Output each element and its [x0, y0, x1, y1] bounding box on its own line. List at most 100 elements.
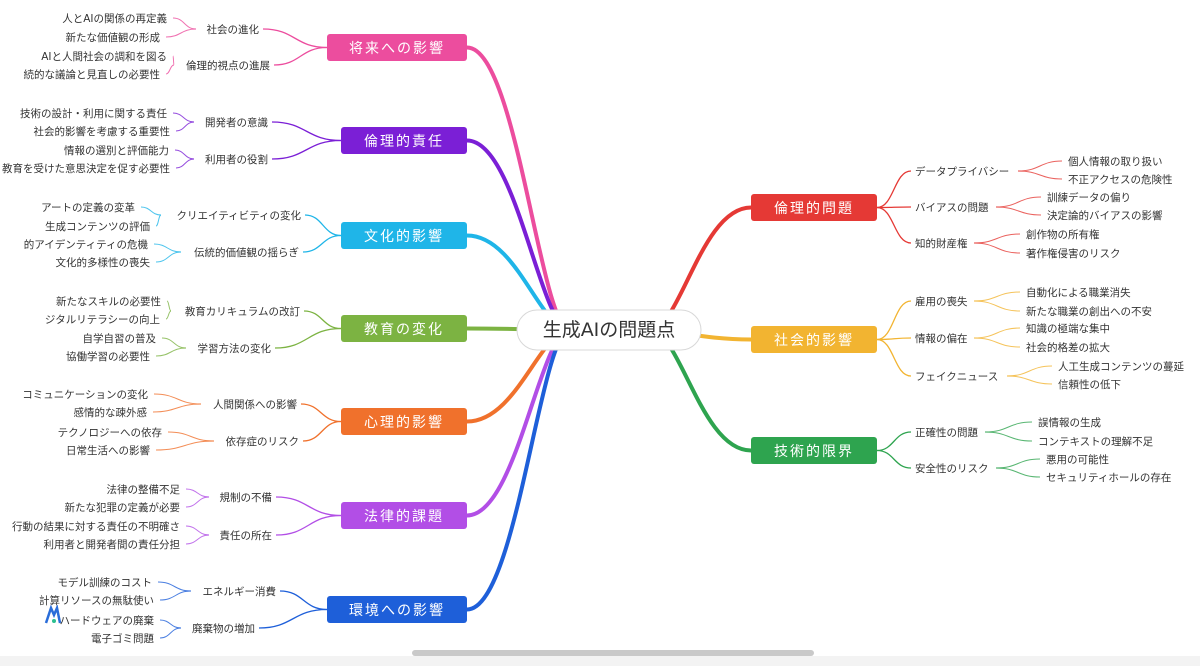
branch-node[interactable]: 法律的課題 [341, 502, 467, 529]
subtopic-label[interactable]: フェイクニュース [915, 371, 998, 383]
subtopic-label[interactable]: 規制の不備 [220, 491, 273, 504]
leaf-connector [172, 112, 195, 123]
subtopic-label[interactable]: 倫理的視点の進展 [186, 59, 270, 72]
subtopic-label[interactable]: 雇用の喪失 [915, 295, 968, 308]
leaf-label[interactable]: 自動化による職業消失 [1026, 286, 1131, 299]
leaf-label[interactable]: 新たな犯罪の定義が必要 [65, 501, 181, 514]
subtopic-label[interactable]: バイアスの問題 [915, 202, 989, 214]
branch-node[interactable]: 将来への影響 [327, 34, 467, 61]
branch-node[interactable]: 倫理的責任 [341, 127, 467, 154]
leaf-label[interactable]: 行動の結果に対する責任の不明確さ [12, 520, 180, 533]
subtopic-label[interactable]: 開発者の意識 [205, 116, 268, 129]
leaf-label[interactable]: 個人情報の取り扱い [1068, 155, 1163, 168]
leaf-label[interactable]: 情報の選別と評価能力 [64, 144, 169, 157]
sub-connector [273, 46, 328, 66]
branch-node[interactable]: 心理的影響 [341, 408, 467, 435]
leaf-label[interactable]: コンテキストの理解不足 [1038, 435, 1154, 448]
branch-node[interactable]: 社会的影響 [751, 326, 877, 353]
subtopic-label[interactable]: 利用者の役割 [205, 153, 268, 166]
central-topic-label: 生成AIの問題点 [543, 319, 676, 341]
leaf-label[interactable]: 日常生活への影響 [66, 444, 150, 457]
branch-label: 倫理的責任 [364, 134, 444, 150]
leaf-label[interactable]: 社会的影響を考慮する重要性 [34, 125, 171, 138]
leaf-label[interactable]: 人工生成コンテンツの蔓延 [1058, 360, 1184, 373]
leaf-label[interactable]: 自学自習の普及 [83, 332, 157, 345]
leaf-label[interactable]: AIと人間社会の調和を図る [41, 50, 167, 63]
leaf-label[interactable]: 訓練データの偏り [1047, 191, 1131, 204]
leaf-connector [995, 458, 1041, 469]
leaf-label[interactable]: 協働学習の必要性 [66, 350, 150, 363]
leaf-label[interactable]: 社会的格差の拡大 [1026, 341, 1110, 354]
branch-node[interactable]: 技術的限界 [751, 437, 877, 464]
subtopic-label[interactable]: 教育カリキュラムの改訂 [185, 305, 301, 318]
leaf-label[interactable]: 新たなスキルの必要性 [56, 295, 161, 308]
leaf-connector [973, 300, 1021, 312]
leaf-label[interactable]: アートの定義の変革 [41, 201, 135, 214]
leaf-label[interactable]: 不正アクセスの危険性 [1068, 173, 1172, 186]
leaf-label[interactable]: 感情的な疎外感 [74, 406, 148, 419]
leaf-connector [973, 242, 1021, 254]
leaf-label[interactable]: モデル訓練のコスト [58, 576, 153, 589]
branch-node[interactable]: 環境への影響 [327, 596, 467, 623]
leaf-connector [159, 590, 192, 601]
subtopic-label[interactable]: 人間関係への影響 [213, 398, 297, 411]
leaf-label[interactable]: 法律の整備不足 [107, 483, 181, 496]
subtopic-label[interactable]: データプライバシー [915, 165, 1009, 178]
leaf-label[interactable]: 創作物の所有権 [1026, 228, 1100, 241]
leaf-connector [973, 291, 1021, 302]
leaf-label[interactable]: テクノロジーへの依存 [58, 426, 163, 439]
leaf-label[interactable]: ハードウェアの廃棄 [60, 614, 155, 627]
leaf-connector [157, 581, 192, 592]
leaf-label[interactable]: 的アイデンティティの危機 [24, 238, 149, 251]
leaf-label[interactable]: 計算リソースの無駄使い [39, 594, 154, 607]
branch-label: 環境への影響 [349, 602, 445, 619]
leaf-label[interactable]: 悪用の可能性 [1046, 453, 1109, 466]
subtopic-label[interactable]: 伝統的価値観の揺らぎ [194, 246, 299, 259]
branch-connector [466, 45, 571, 332]
subtopic-label[interactable]: 正確性の問題 [915, 426, 978, 439]
leaf-label[interactable]: 知識の極端な集中 [1026, 322, 1110, 335]
leaf-label[interactable]: 技術の設計・利用に関する責任 [20, 107, 167, 120]
leaf-connector [185, 496, 210, 508]
leaf-label[interactable]: 信頼性の低下 [1058, 378, 1121, 391]
leaf-label[interactable]: 誤情報の生成 [1038, 416, 1101, 429]
leaf-label[interactable]: 電子ゴミ問題 [91, 632, 154, 645]
sub-connector [300, 403, 342, 423]
subtopic-label[interactable]: 学習方法の変化 [198, 342, 272, 355]
leaf-label[interactable]: 生成コンテンツの評価 [45, 220, 150, 233]
subtopic-label[interactable]: 責任の所在 [220, 529, 273, 542]
horizontal-scrollbar-thumb[interactable] [412, 650, 814, 656]
subtopic-label[interactable]: 廃棄物の増加 [192, 622, 255, 635]
leaf-label[interactable]: 新たな価値観の形成 [66, 31, 161, 44]
leaf-connector [995, 196, 1042, 208]
leaf-label[interactable]: 決定論的バイアスの影響 [1047, 209, 1163, 222]
leaf-label[interactable]: 人とAIの関係の再定義 [62, 12, 167, 25]
subtopic-label[interactable]: 知的財産権 [915, 237, 968, 250]
sub-connector [876, 206, 912, 209]
leaf-label[interactable]: セキュリティホールの存在 [1046, 471, 1171, 484]
leaf-label[interactable]: 著作権侵害のリスク [1026, 247, 1121, 260]
subtopic-label[interactable]: 安全性のリスク [915, 462, 989, 475]
sub-connector [271, 121, 342, 142]
leaf-label[interactable]: 続的な議論と見直しの必要性 [24, 68, 161, 81]
subtopic-label[interactable]: 依存症のリスク [226, 435, 300, 448]
leaf-label[interactable]: 教育を受けた意思決定を促す必要性 [2, 162, 170, 175]
leaf-connector [175, 158, 195, 169]
leaf-label[interactable]: 文化的多様性の喪失 [56, 256, 151, 269]
branch-node[interactable]: 倫理的問題 [751, 194, 877, 221]
leaf-label[interactable]: 新たな職業の創出への不安 [1026, 305, 1152, 318]
branch-node[interactable]: 文化的影響 [341, 222, 467, 249]
subtopic-label[interactable]: エネルギー消費 [203, 585, 277, 598]
subtopic-label[interactable]: 情報の偏在 [915, 332, 968, 345]
central-topic[interactable]: 生成AIの問題点 [516, 309, 702, 351]
leaf-label[interactable]: コミュニケーションの変化 [22, 388, 148, 401]
leaf-label[interactable]: 利用者と開発者間の責任分担 [44, 538, 181, 551]
sub-connector [304, 214, 342, 237]
leaf-connector [984, 421, 1033, 433]
branch-node[interactable]: 教育の変化 [341, 315, 467, 342]
leaf-connector [973, 233, 1021, 244]
subtopic-label[interactable]: クリエイティビティの変化 [176, 209, 301, 222]
leaf-label[interactable]: ジタルリテラシーの向上 [45, 313, 160, 326]
subtopic-label[interactable]: 社会の進化 [207, 23, 260, 36]
